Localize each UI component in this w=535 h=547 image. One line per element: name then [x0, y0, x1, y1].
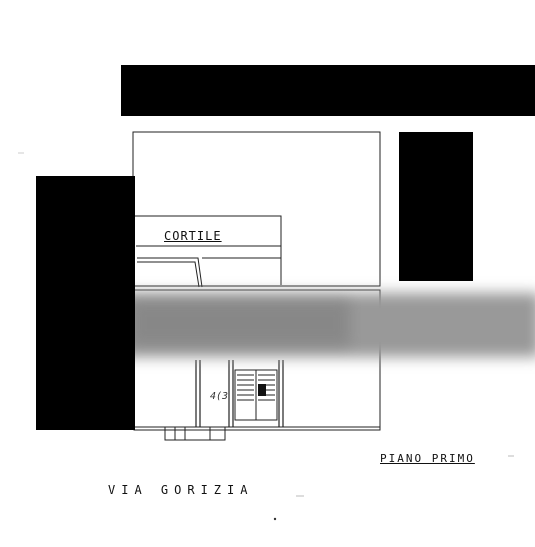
wall-segment-b: [137, 261, 200, 288]
stairwell: [234, 369, 278, 421]
scan-speck: [273, 517, 277, 521]
balcony: [164, 427, 226, 441]
street-label: VIA GORIZIA: [108, 483, 254, 497]
courtyard-boundary: [132, 131, 381, 287]
redaction-bar-left: [36, 176, 135, 430]
redaction-bar-top: [121, 65, 535, 116]
floor-label: PIANO PRIMO: [380, 452, 475, 465]
redaction-bar-right: [399, 132, 473, 281]
courtyard-label: CORTILE: [164, 229, 222, 243]
courtyard-inner-wall: [133, 215, 282, 285]
wall-segment-a: [137, 257, 203, 288]
blurred-region-core: [130, 300, 350, 346]
apartment-number: 4(3: [210, 391, 229, 402]
